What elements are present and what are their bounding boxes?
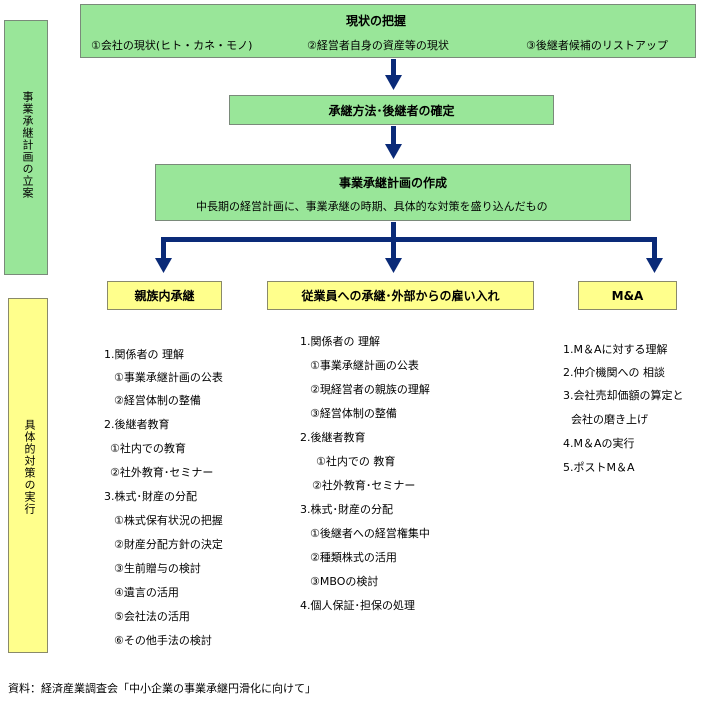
list-item: 5.ポストM＆A [563,461,635,474]
list-item: ①社内での 教育 [316,455,396,468]
arrow-shaft-1 [391,59,396,76]
list-item: ②経営体制の整備 [114,394,201,407]
plan-box: 事業承継計画の作成 中長期の経営計画に、事業承継の時期、具体的な対策を盛り込んだ… [155,164,631,221]
list-item: ①株式保有状況の把握 [114,514,223,527]
arrow-shaft-ma [652,237,657,259]
current-state-title: 現状の把握 [346,14,407,28]
ma-title: M&A [611,288,644,303]
list-item: ②種類株式の活用 [310,551,397,564]
list-item: ②現経営者の親族の理解 [310,383,430,396]
list-item: ⑤会社法の活用 [114,610,190,623]
list-item: 2.後継者教育 [300,431,366,444]
list-item: 会社の磨き上げ [571,413,648,426]
list-item: 2.後継者教育 [104,418,170,431]
list-item: 2.仲介機関への 相談 [563,366,665,379]
arrow-head-employee [385,258,402,273]
employee-succession-title: 従業員への承継･外部からの雇い入れ [301,289,500,303]
list-item: 3.会社売却価額の算定と [563,389,684,402]
execution-stage-text: 具体的対策の実行 [23,419,36,515]
source-note: 資料：経済産業調査会「中小企業の事業承継円滑化に向けて」 [8,682,316,695]
list-item: 4.M＆Aの実行 [563,437,635,450]
list-item: ②財産分配方針の決定 [114,538,223,551]
branch-trunk [391,222,396,240]
list-item: 4.個人保証･担保の処理 [300,599,415,612]
current-state-item-1: ①会社の現状(ヒト・カネ・モノ) [91,39,253,52]
list-item: 1.関係者の 理解 [104,348,184,361]
execution-stage-label: 具体的対策の実行 [8,298,48,653]
list-item: ③経営体制の整備 [310,407,397,420]
list-item: ①事業承継計画の公表 [310,359,419,372]
branch-horizontal-line [161,237,657,242]
arrow-shaft-employee [391,237,396,259]
plan-title: 事業承継計画の作成 [339,176,448,190]
list-item: 1.M＆Aに対する理解 [563,343,668,356]
family-succession-title: 親族内承継 [134,289,195,303]
current-state-item-3: ③後継者候補のリストアップ [526,39,668,52]
list-item: ①後継者への経営権集中 [310,527,430,540]
current-state-box: 現状の把握 ①会社の現状(ヒト・カネ・モノ) ②経営者自身の資産等の現状 ③後継… [80,4,696,58]
list-item: ①社内での教育 [110,442,186,455]
list-item: ③生前贈与の検討 [114,562,201,575]
method-box: 承継方法･後継者の確定 [229,95,554,125]
plan-subtitle: 中長期の経営計画に、事業承継の時期、具体的な対策を盛り込んだもの [196,200,548,213]
list-item: ⑥その他手法の検討 [114,634,212,647]
list-item: ③MBOの検討 [310,575,379,588]
method-title: 承継方法･後継者の確定 [328,103,455,118]
planning-stage-label: 事業承継計画の立案 [4,20,48,275]
list-item: 1.関係者の 理解 [300,335,380,348]
current-state-item-2: ②経営者自身の資産等の現状 [307,39,449,52]
family-succession-box: 親族内承継 [107,281,222,310]
list-item: ①事業承継計画の公表 [114,371,223,384]
list-item: ④遺言の活用 [114,586,179,599]
ma-box: M&A [578,281,677,310]
list-item: ②社外教育･セミナー [312,479,416,492]
employee-succession-box: 従業員への承継･外部からの雇い入れ [267,281,534,310]
list-item: 3.株式･財産の分配 [300,503,393,516]
arrow-head-1 [385,75,402,90]
arrow-head-ma [646,258,663,273]
arrow-shaft-2 [391,126,396,145]
list-item: ②社外教育･セミナー [110,466,214,479]
list-item: 3.株式･財産の分配 [104,490,197,503]
planning-stage-text: 事業承継計画の立案 [21,91,34,199]
arrow-head-family [155,258,172,273]
arrow-head-2 [385,144,402,159]
arrow-shaft-family [161,237,166,259]
